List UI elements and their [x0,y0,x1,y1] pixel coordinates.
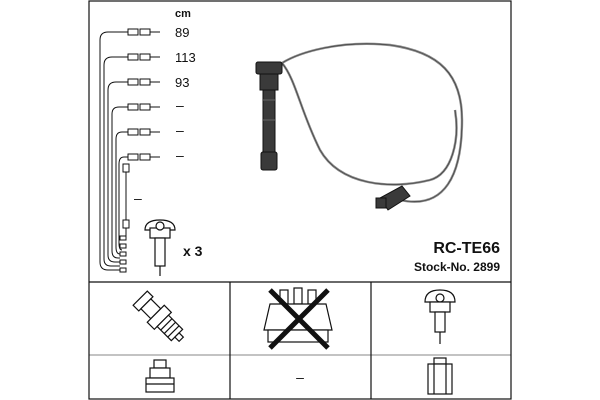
length-value-1: 89 [175,25,189,40]
length-value-2: 113 [175,50,196,65]
model-label: RC-TE66 [433,240,500,257]
connector-3 [127,78,160,86]
connector-1 [127,28,160,36]
coil-boot-icon [144,219,176,276]
main-lead-cable [281,42,464,203]
connector-6 [127,153,160,161]
rotor-cap-value: – [296,369,304,385]
plug-connector-bottom-icon [145,359,175,393]
length-value-6: – [176,147,184,163]
length-value-3: 93 [175,75,189,90]
small-lead-length: – [134,190,142,206]
wire-bundle [99,31,128,271]
ignition-coil-icon [424,289,456,344]
small-lead-connector [122,163,130,229]
plug-connector-icon [375,185,411,211]
length-value-5: – [176,122,184,138]
connector-4 [127,103,160,111]
connector-5 [127,128,160,136]
coil-connector-icon [255,61,283,171]
coil-connector-bottom-icon [427,357,453,395]
lead-connectors [119,28,160,273]
stock-number: Stock-No. 2899 [414,260,500,274]
coil-multiplier: x 3 [183,243,203,259]
frame [88,0,512,400]
distributor-cap-crossed-icon [263,287,333,350]
connector-2 [127,53,160,61]
length-unit-label: cm [175,8,191,20]
spark-plug-icon [132,290,185,343]
length-value-4: – [176,97,184,113]
